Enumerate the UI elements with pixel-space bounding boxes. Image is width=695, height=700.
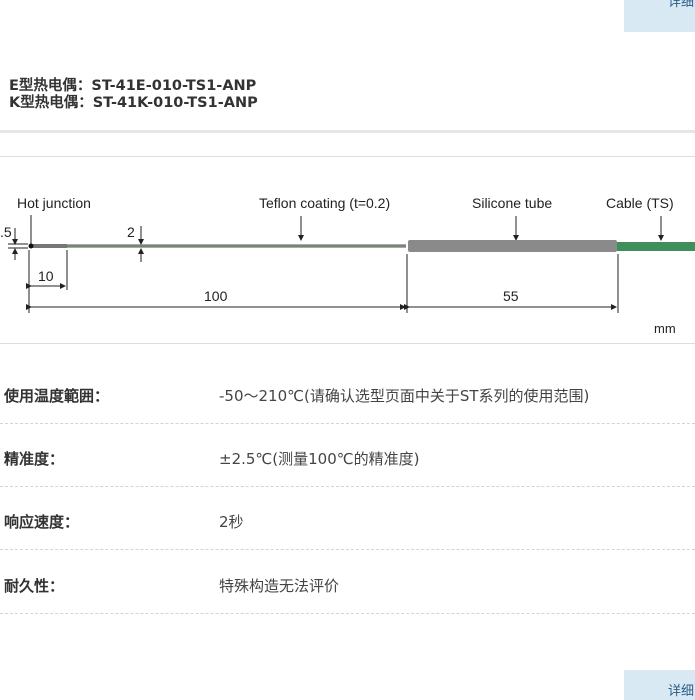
cable	[617, 242, 695, 251]
detail-button-bottom[interactable]: 详细	[624, 670, 695, 700]
silicone-tube	[408, 240, 617, 252]
spec-label: 精准度：	[4, 450, 65, 468]
hot-junction-point	[28, 243, 34, 249]
spec-label: 耐久性：	[4, 577, 65, 595]
spec-value: ±2.5℃(测量100℃的精准度)	[219, 450, 420, 468]
dim-10: 10	[38, 268, 54, 284]
detail-label: 详细	[668, 684, 695, 699]
bare-wire	[31, 244, 67, 248]
divider	[0, 130, 695, 133]
divider	[0, 343, 695, 344]
model-list: E型热电偶：ST-41E-010-TS1-ANP K型热电偶：ST-41K-01…	[9, 78, 258, 112]
label-teflon: Teflon coating (t=0.2)	[259, 195, 390, 211]
label-hot-junction: Hot junction	[17, 195, 91, 211]
unit-mm: mm	[654, 321, 676, 336]
label-cable: Cable (TS)	[606, 195, 674, 211]
dim-2: 2	[127, 224, 135, 240]
sensor-dimension-diagram: Hot junction Teflon coating (t=0.2) Sili…	[0, 195, 695, 336]
spec-value: -50～210℃(请确认选型页面中关于ST系列的使用范围)	[219, 387, 590, 405]
divider	[0, 156, 695, 157]
model-e: E型热电偶：ST-41E-010-TS1-ANP	[9, 78, 257, 94]
spec-label: 使用温度範囲：	[4, 387, 110, 405]
spec-row-response: 响应速度： 2秒	[0, 488, 695, 550]
spec-row-temperature: 使用温度範囲： -50～210℃(请确认选型页面中关于ST系列的使用范围)	[0, 362, 695, 424]
model-k: K型热电偶：ST-41K-010-TS1-ANP	[9, 95, 258, 111]
detail-label: 详细	[668, 0, 695, 10]
spec-row-durability: 耐久性： 特殊构造无法评价	[0, 552, 695, 614]
dim-55: 55	[503, 288, 519, 304]
spec-value: 2秒	[219, 513, 244, 531]
spec-row-accuracy: 精准度： ±2.5℃(测量100℃的精准度)	[0, 425, 695, 487]
spec-label: 响应速度：	[4, 513, 80, 531]
detail-button-top[interactable]: 详细	[624, 0, 695, 32]
spec-value: 特殊构造无法评价	[219, 577, 340, 595]
dim-05: .5	[0, 224, 12, 240]
dim-100: 100	[204, 288, 228, 304]
label-silicone: Silicone tube	[472, 195, 552, 211]
